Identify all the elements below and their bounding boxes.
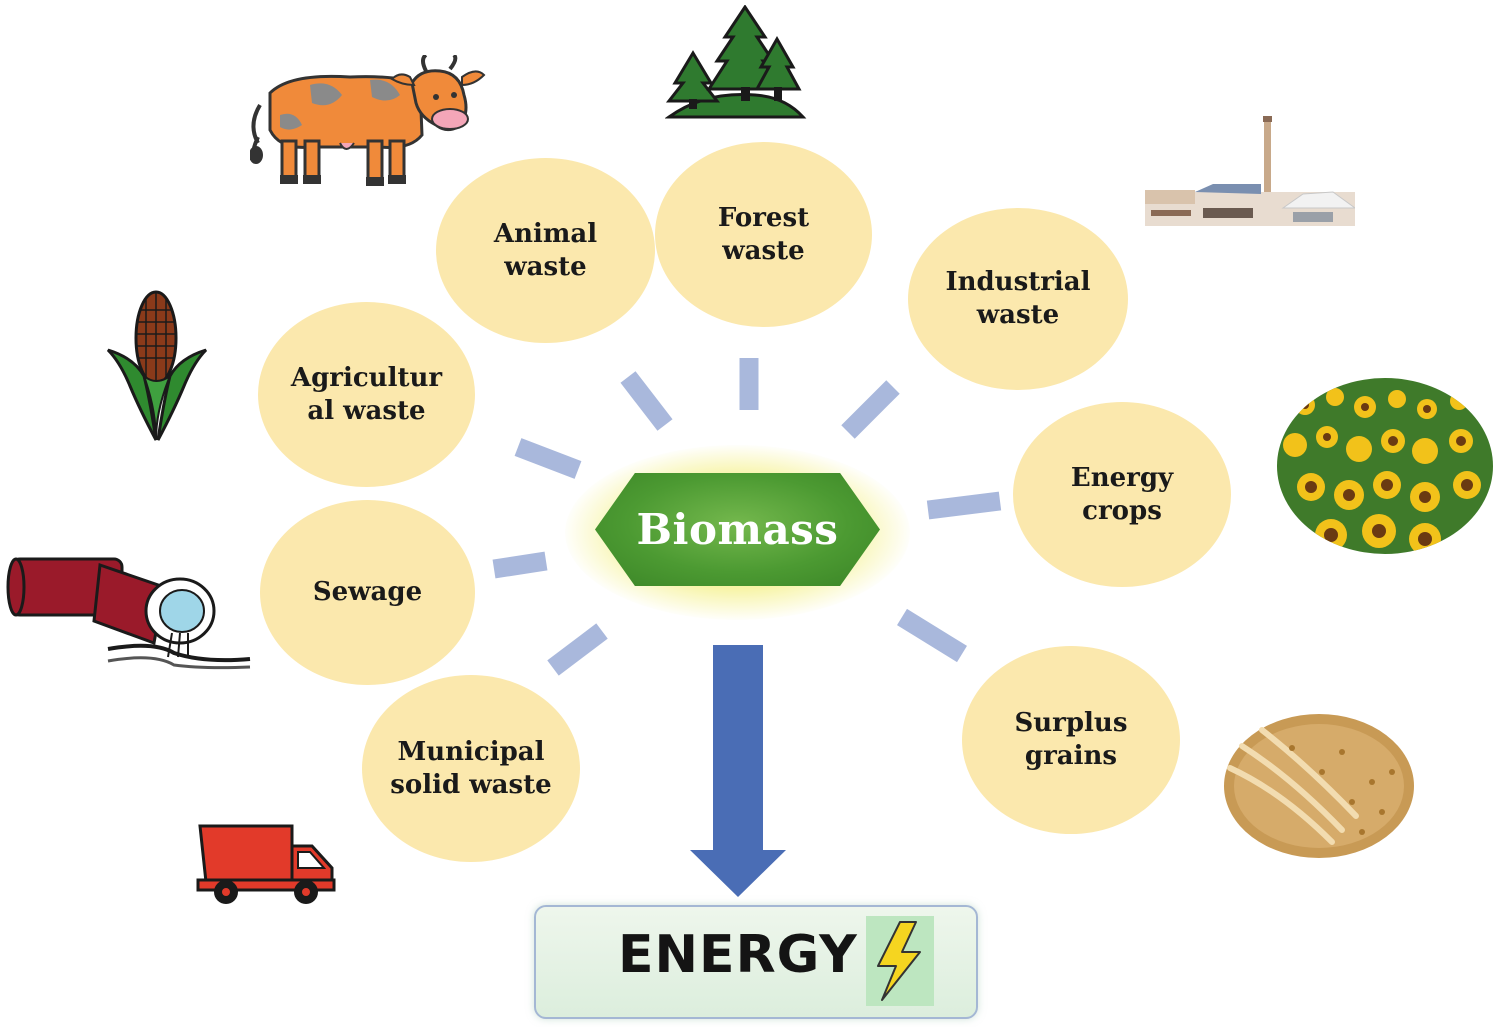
node-label: Forest waste — [717, 202, 810, 266]
spoke-surplus-grains — [897, 608, 967, 663]
down-arrow-icon — [690, 645, 786, 897]
dump-truck-icon — [196, 824, 336, 904]
sunflower-field-icon — [1277, 378, 1493, 554]
spoke-sewage — [492, 551, 548, 579]
node-municipal-solid-waste: Municipal solid waste — [362, 675, 580, 862]
node-industrial-waste: Industrial waste — [908, 208, 1128, 390]
sewage-pipe-icon — [6, 557, 251, 670]
spoke-agricultural — [514, 438, 582, 479]
node-label: Animal waste — [493, 218, 598, 282]
node-animal-waste: Animal waste — [436, 158, 655, 343]
node-energy-crops: Energy crops — [1013, 402, 1231, 587]
trees-icon — [665, 5, 807, 119]
node-surplus-grains: Surplus grains — [962, 646, 1180, 834]
cow-icon — [250, 55, 486, 186]
lightning-icon — [866, 916, 934, 1006]
spoke-industrial — [841, 380, 900, 439]
node-forest-waste: Forest waste — [655, 142, 872, 327]
energy-label: ENERGY — [618, 925, 858, 985]
node-sewage: Sewage — [260, 500, 475, 685]
node-label: Agricultur al waste — [290, 362, 443, 426]
spoke-energy-crops — [926, 491, 1002, 520]
node-agricultural-waste: Agricultur al waste — [258, 302, 475, 487]
node-label: Surplus grains — [1014, 708, 1128, 771]
center-node-biomass: Biomass — [595, 473, 880, 586]
spoke-municipal — [547, 623, 608, 676]
node-label: Industrial waste — [945, 267, 1091, 330]
node-label: Energy crops — [1070, 462, 1174, 526]
energy-output-box: ENERGY — [534, 905, 978, 1019]
node-label: Sewage — [312, 577, 423, 607]
node-label: Municipal solid waste — [390, 736, 552, 800]
spoke-animal — [620, 371, 673, 431]
wheat-grains-icon — [1224, 714, 1414, 858]
center-label: Biomass — [636, 505, 839, 554]
factory-icon — [1145, 116, 1355, 226]
corn-icon — [106, 290, 208, 441]
